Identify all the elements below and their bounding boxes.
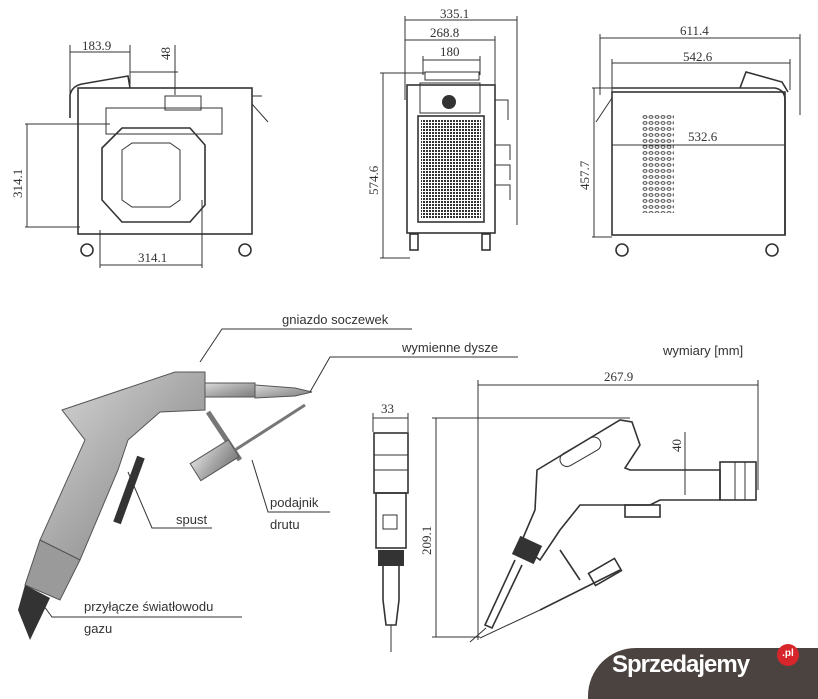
dim-handle-offset: 48 [158,47,173,60]
dim-total-width: 335.1 [440,6,469,21]
callout-wire-feeder-2: drutu [270,517,300,532]
callout-nozzles: wymienne dysze [401,340,498,355]
dim-top-length: 542.6 [683,49,713,64]
callout-lens-socket: gniazdo soczewek [282,312,389,327]
dim-total-length: 611.4 [680,23,709,38]
gun-photo [18,371,313,640]
dim-body-width: 268.8 [430,25,459,40]
gun-callouts: gniazdo soczewek wymienne dysze spust po… [31,312,518,636]
unit-front-view: 335.1 268.8 180 574.6 [366,6,518,259]
dim-height: 209.1 [419,526,434,555]
gun-front-drawing: 33 [372,401,409,652]
unit-rear-view: 611.4 542.6 532.6 457.7 [577,23,801,257]
dim-front-width: 33 [381,401,394,416]
callout-fiber-connector-1: przyłącze światłowodu [84,599,213,614]
watermark-brand: Sprzedajemy [612,651,750,678]
unit-side-view: 183.9 48 314.1 314.1 [10,38,269,268]
units-label: wymiary [mm] [662,343,743,358]
watermark-tld-badge: .pl [777,644,799,666]
dim-handle-width: 180 [440,44,460,59]
dim-length: 267.9 [604,369,633,384]
callout-wire-feeder-1: podajnik [270,495,319,510]
callout-fiber-connector-2: gazu [84,621,112,636]
dim-height: 314.1 [10,169,25,198]
dim-handle-width: 183.9 [82,38,111,53]
callout-trigger: spust [176,512,207,527]
dim-body-length: 532.6 [688,129,718,144]
gun-side-drawing: 267.9 209.1 40 [419,369,759,643]
dim-height: 457.7 [577,160,592,190]
dim-head-height: 40 [669,439,684,452]
dim-fan-width: 314.1 [138,250,167,265]
dim-height: 574.6 [366,165,381,195]
